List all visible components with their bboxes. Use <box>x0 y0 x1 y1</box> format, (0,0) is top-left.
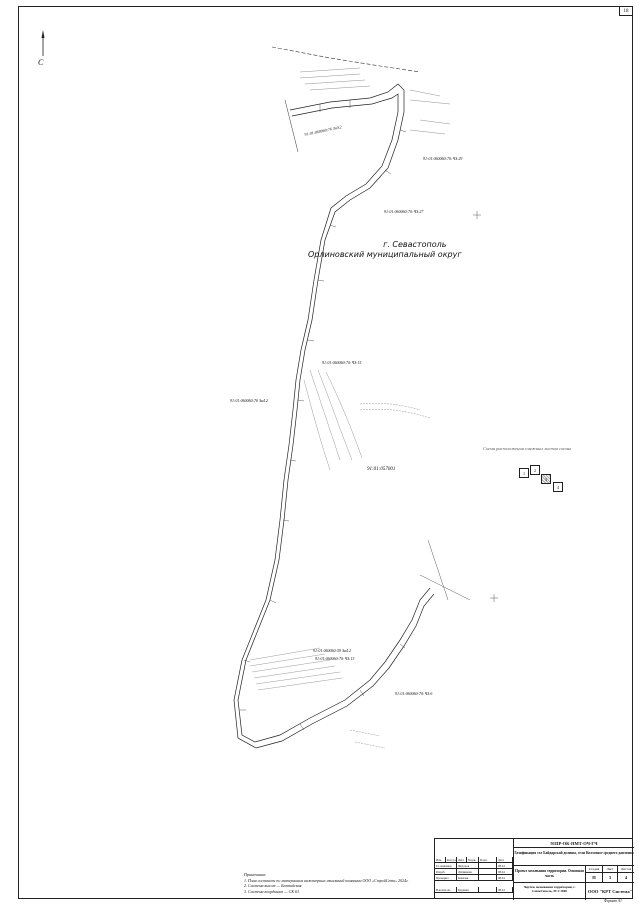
title-block: Изм. Кол.уч. Лист №док. Подп. Дата Гл. и… <box>434 838 634 900</box>
sig-header-row: Изм. Кол.уч. Лист №док. Подп. Дата <box>435 857 513 863</box>
district-name: Орлиновский муниципальный округ <box>308 250 462 259</box>
adjacent-sheet: 1 <box>519 468 529 478</box>
cadastral-label: 91:01:060060:76 Зн4.2 <box>230 398 268 403</box>
sig-signature <box>479 887 497 893</box>
cadastral-label: 91:01:060060:70:ЧЗ:15 <box>322 360 362 365</box>
north-letter: С <box>38 58 44 67</box>
drawing-title: Чертеж межевания территории, г. Севастоп… <box>513 883 585 900</box>
sheets-header: Листов <box>617 866 634 873</box>
sig-row: Гл. инженер Федоров 08.24 <box>435 863 513 869</box>
sig-person: Ковалев <box>457 875 479 881</box>
notes-heading: Примечания: <box>244 872 267 877</box>
adjacent-sheet-current: 3 <box>541 474 551 484</box>
sig-row: Разраб. Литвинова 08.24 <box>435 869 513 875</box>
stage-header: Стадия <box>585 866 602 873</box>
sig-header-cell: Подп. <box>479 857 497 863</box>
sig-role: Проверил <box>435 875 457 881</box>
signature-grid: Изм. Кол.уч. Лист №док. Подп. Дата Гл. и… <box>435 839 513 900</box>
part-title: Проект межевания территории. Основная ча… <box>513 866 585 883</box>
sig-person: Бурдина <box>457 887 479 893</box>
cadastral-label: 91:01:060060:70:ЧЗ:13 <box>315 656 355 661</box>
sig-role: Н.контроль <box>435 887 457 893</box>
cadastral-label: 91:01:060060:59 Зн4.2 <box>313 648 351 653</box>
cadastral-label: 91:01:060060:70:ЧЗ:27 <box>384 209 424 214</box>
notes: Примечания: 1. План составлен по материа… <box>244 872 409 894</box>
sig-person: Литвинова <box>457 869 479 875</box>
sig-date: 08.24 <box>497 869 513 875</box>
north-arrow-icon <box>41 30 45 56</box>
sig-header-cell: Изм. <box>435 857 446 863</box>
cadastral-label: 91:01:060060:70:ЧЗ:6 <box>395 691 433 696</box>
organization-name: ООО "КРТ Система" <box>585 883 634 900</box>
format-label: Формат А1 <box>604 899 622 903</box>
sheet-header: Лист <box>602 866 617 873</box>
note-item: 1. План составлен по материалам инженерн… <box>244 877 409 883</box>
sig-role: Гл. инженер <box>435 863 457 869</box>
sig-date: 08.24 <box>497 887 513 893</box>
sig-row: Проверил Ковалев 08.24 <box>435 875 513 881</box>
sig-role: Разраб. <box>435 869 457 875</box>
stage-value: П <box>585 873 602 883</box>
cadastral-label: 91:01:057001 <box>367 467 396 472</box>
adjacent-sheet: 2 <box>530 465 540 475</box>
adjacent-sheet: 4 <box>553 482 563 492</box>
sheets-value: 4 <box>617 873 634 883</box>
sig-header-cell: Лист <box>457 857 467 863</box>
sig-person: Федоров <box>457 863 479 869</box>
sig-date: 08.24 <box>497 875 513 881</box>
drawing-frame <box>18 6 633 899</box>
sig-header-cell: Дата <box>497 857 513 863</box>
note-item: 3. Система координат — СК 63 <box>244 888 300 894</box>
sheet-value: 3 <box>602 873 617 883</box>
note-item: 2. Система высот — Балтийская <box>244 883 302 888</box>
cadastral-label: 91:01:060060:70:ЧЗ:29 <box>423 156 463 161</box>
sig-signature <box>479 869 497 875</box>
sig-signature <box>479 875 497 881</box>
city-name: г. Севастополь <box>383 240 447 249</box>
sig-row: Н.контроль Бурдина 08.24 <box>435 887 513 893</box>
sig-signature <box>479 863 497 869</box>
sig-header-cell: №док. <box>467 857 479 863</box>
sig-date: 08.24 <box>497 863 513 869</box>
sig-header-cell: Кол.уч. <box>447 857 457 863</box>
document-code: 91ПР-ОК-ПМТ-ОЧ-ГЧ <box>513 839 634 848</box>
page-number: 18 <box>619 6 633 16</box>
adjacent-sheets-title: Схема расположения смежных листов схемы <box>483 446 571 451</box>
project-title: Газификация сел Байдарской долины, сели … <box>513 848 634 866</box>
city-caption: г. Севастополь Орлиновский муниципальный… <box>308 240 462 260</box>
